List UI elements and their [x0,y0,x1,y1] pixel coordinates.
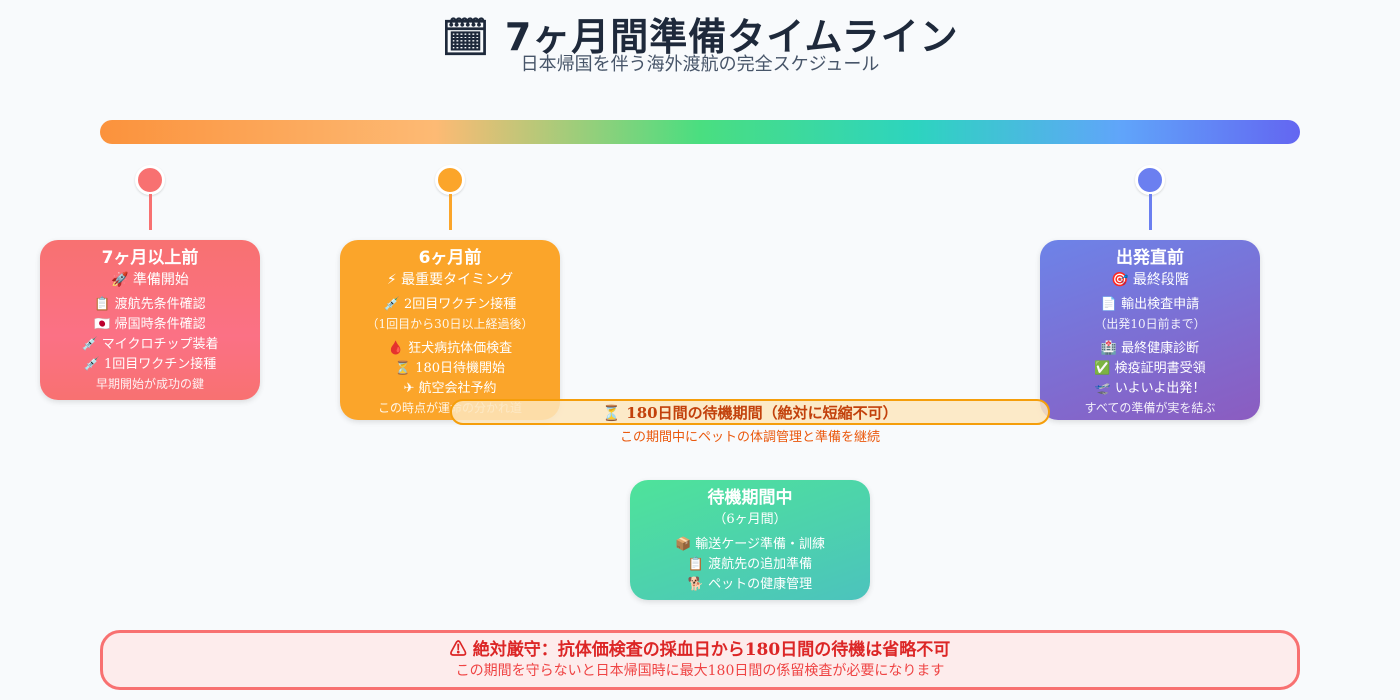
timeline-stem-1 [149,194,152,230]
phase-item: 💉 2回目ワクチン接種 [383,297,517,312]
phase-item: ✅ 検疫証明書受領 [1094,361,1206,376]
phase-title: 出発直前 [1116,248,1184,268]
phase-item: ✈ 航空会社予約 [403,381,497,396]
phase-subtitle: 🚀 準備開始 [111,272,189,288]
waiting-period-subtitle: この期間中にペットの体調管理と準備を継続 [619,430,880,445]
waiting-card-item: 📦 輸送ケージ準備・訓練 [674,537,826,552]
phase-card-7-months: 7ヶ月以上前 🚀 準備開始 📋 渡航先条件確認 🇯🇵 帰国時条件確認 💉 マイク… [40,240,260,400]
phase-item: 💉 1回目ワクチン接種 [83,357,217,372]
waiting-period-title: ⏳ 180日間の待機期間（絶対に短縮不可） [602,404,898,422]
phase-item: ⏳ 180日待機開始 [394,361,506,376]
timeline-stem-3 [1149,194,1152,230]
phase-item: 🇯🇵 帰国時条件確認 [94,317,206,332]
phase-item: 📋 渡航先条件確認 [94,297,206,312]
warning-box: ⚠ 絶対厳守：抗体価検査の採血日から180日間の待機は省略不可 この期間を守らな… [100,630,1300,690]
phase-subtitle: ⚡ 最重要タイミング [386,272,514,288]
waiting-period-banner: ⏳ 180日間の待機期間（絶対に短縮不可） [450,399,1050,425]
phase-note: 早期開始が成功の鍵 [95,377,204,391]
timeline-marker-1 [135,165,165,195]
phase-item-note: （1回目から30日以上経過後） [366,317,534,331]
phase-subtitle: 🎯 最終段階 [1111,272,1189,288]
phase-item-note: （出発10日前まで） [1094,317,1206,331]
timeline-marker-3 [1135,165,1165,195]
waiting-card-title: 待機期間中 [707,488,793,508]
phase-item: 📄 輸出検査申請 [1100,297,1200,312]
warning-subtitle: この期間を守らないと日本帰国時に最大180日間の係留検査が必要になります [455,663,945,679]
timeline-bar [100,120,1300,144]
phase-item: 🏥 最終健康診断 [1100,341,1200,356]
phase-title: 6ヶ月前 [418,248,482,268]
waiting-card-item: 🐕 ペットの健康管理 [687,577,813,592]
phase-item: 🛫 いよいよ出発！ [1094,381,1206,396]
phase-item: 💉 マイクロチップ装着 [81,337,219,352]
page-subtitle: 日本帰国を伴う海外渡航の完全スケジュール [520,54,880,75]
waiting-card-item: 📋 渡航先の追加準備 [687,557,813,572]
phase-note: すべての準備が実を結ぶ [1084,401,1216,415]
phase-card-departure: 出発直前 🎯 最終段階 📄 輸出検査申請 （出発10日前まで） 🏥 最終健康診断… [1040,240,1260,420]
timeline-stem-2 [449,194,452,230]
waiting-card-subtitle: （6ヶ月間） [713,512,787,527]
page-title: 🗓 7ヶ月間準備タイムライン [441,15,959,59]
timeline-marker-2 [435,165,465,195]
phase-item: 🩸 狂犬病抗体価検査 [387,341,513,356]
phase-card-6-months: 6ヶ月前 ⚡ 最重要タイミング 💉 2回目ワクチン接種 （1回目から30日以上経… [340,240,560,420]
warning-title: ⚠ 絶対厳守：抗体価検査の採血日から180日間の待機は省略不可 [449,640,951,660]
waiting-card: 待機期間中 （6ヶ月間） 📦 輸送ケージ準備・訓練 📋 渡航先の追加準備 🐕 ペ… [630,480,870,600]
phase-title: 7ヶ月以上前 [101,248,199,268]
